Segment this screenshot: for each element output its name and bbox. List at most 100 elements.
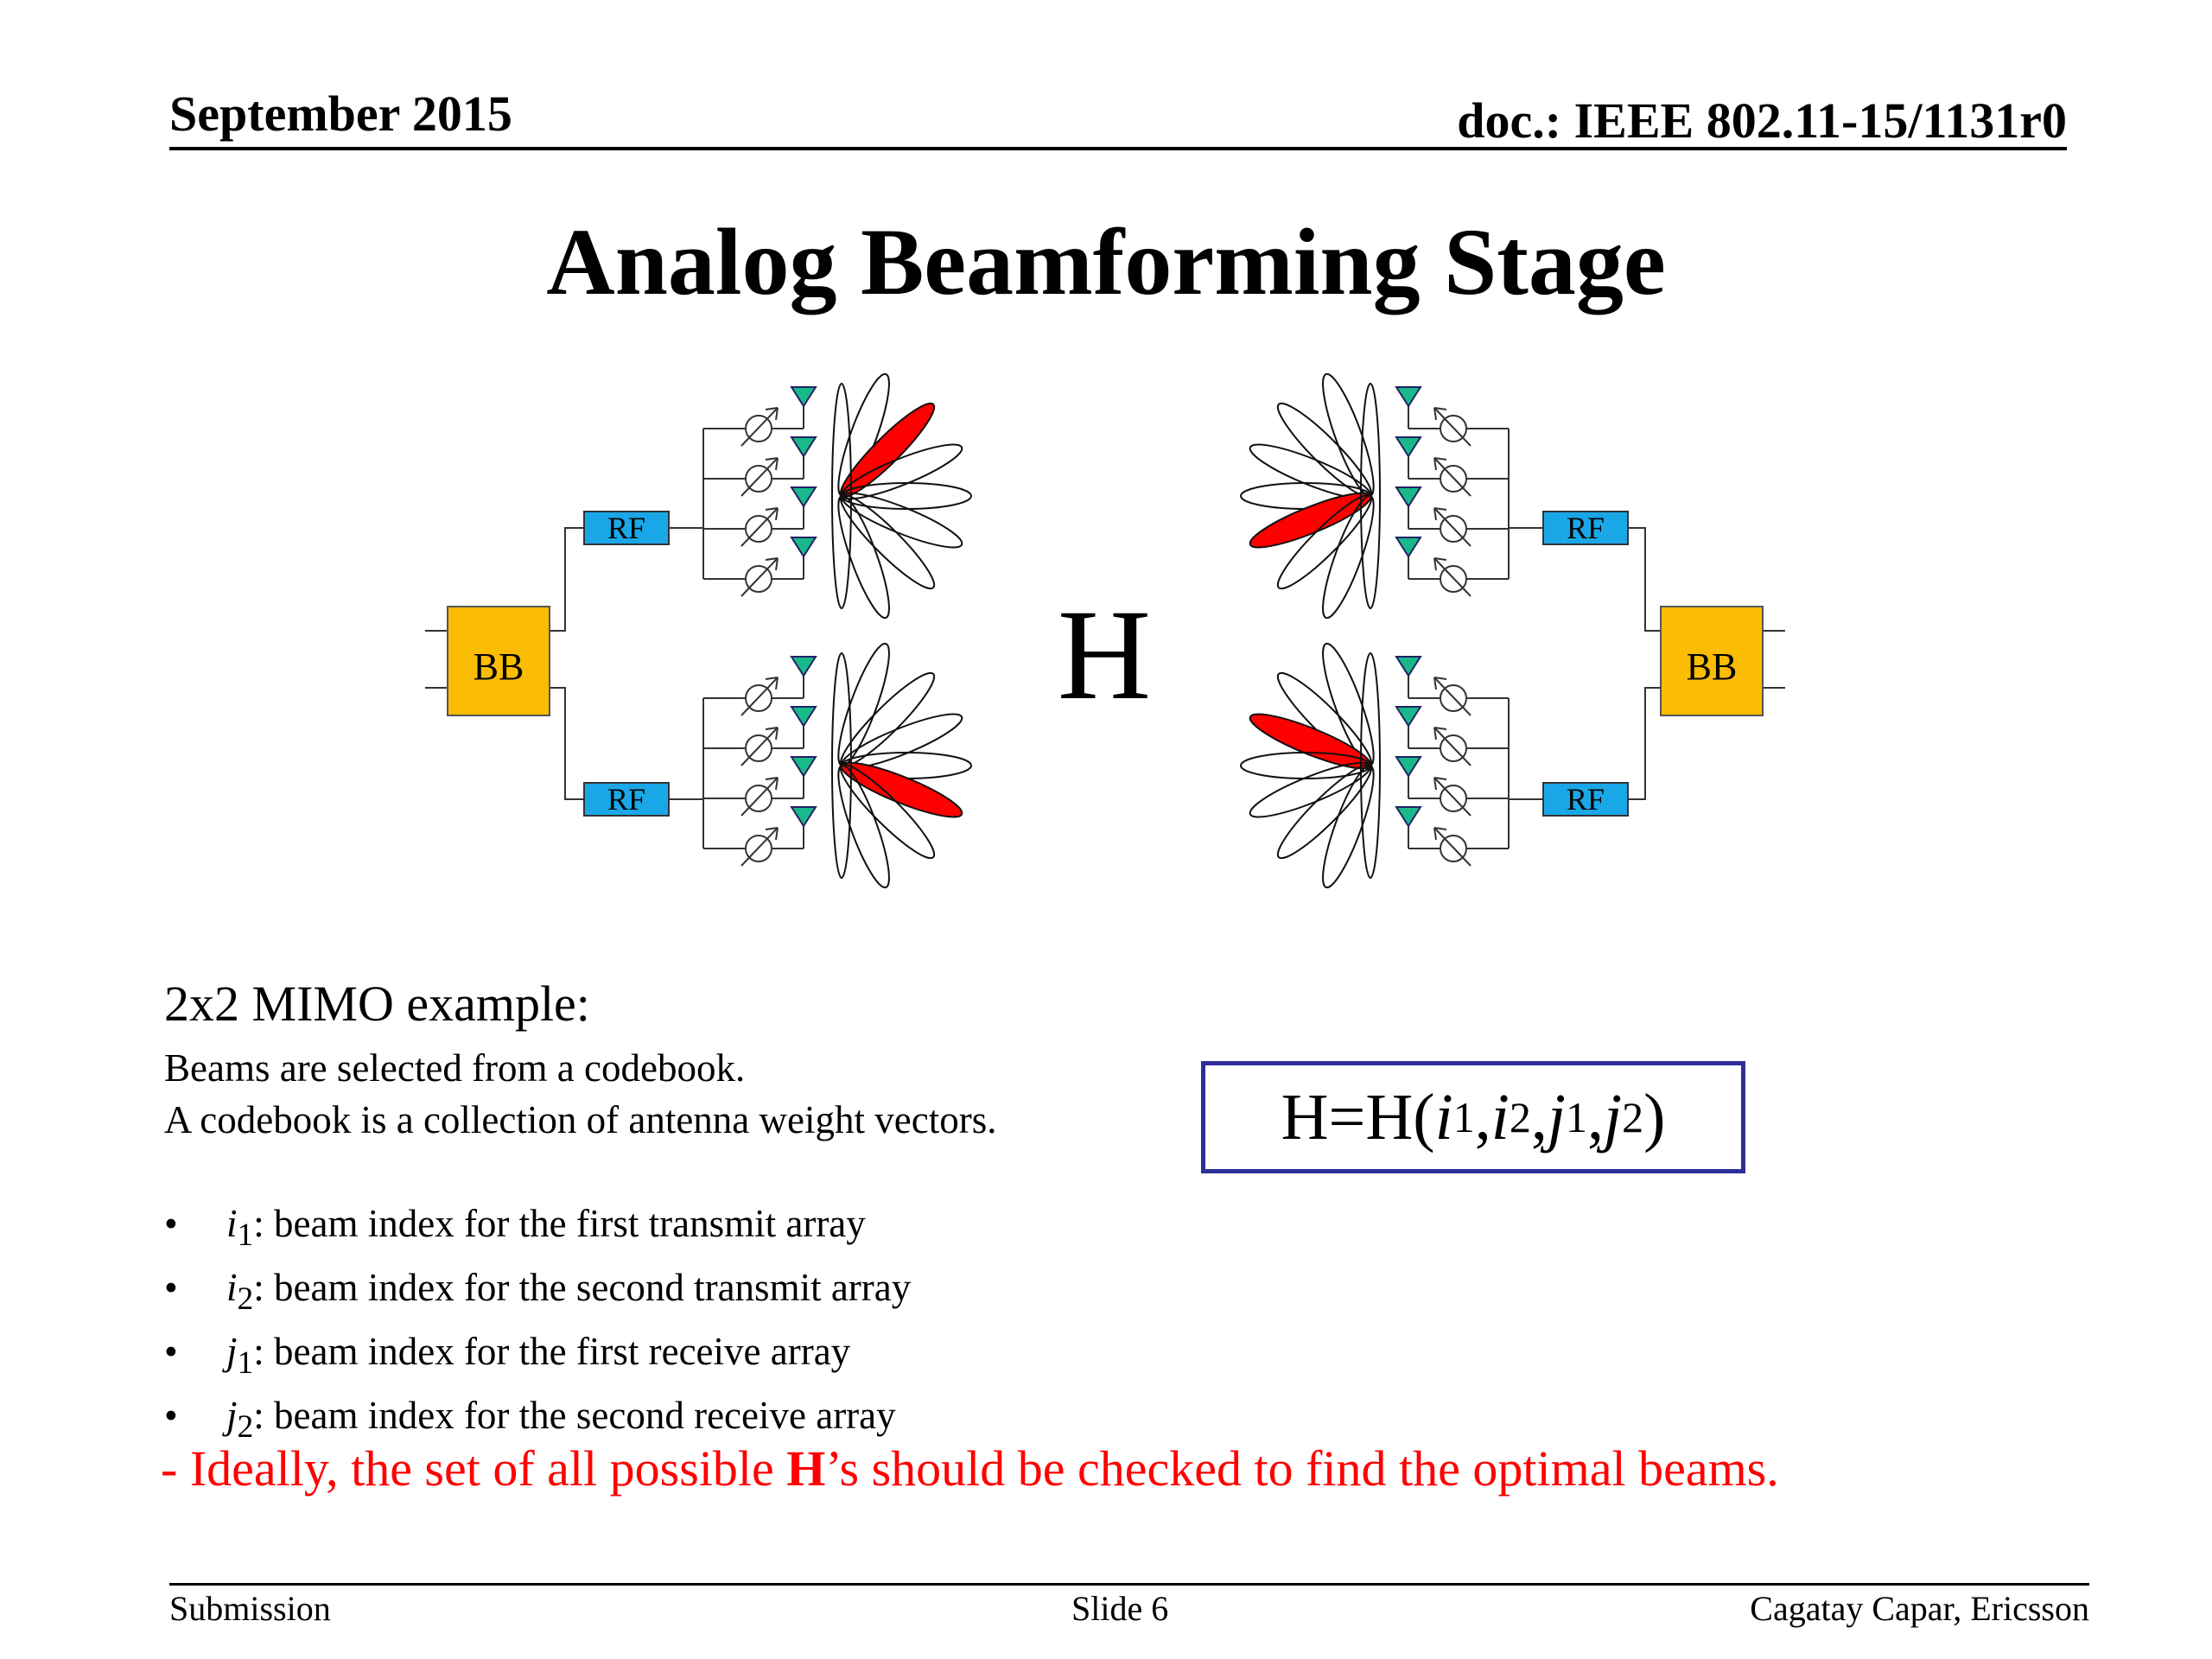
phase-shifter-icon [745, 835, 772, 862]
phase-shifter-icon [1440, 785, 1467, 812]
beam-lobe [831, 652, 852, 879]
wire [1628, 527, 1785, 800]
phase-shifter-icon [745, 734, 772, 762]
rx-array-bottom [1240, 642, 1543, 889]
rx-array-top [1240, 372, 1543, 620]
arrow-head-icon [765, 727, 779, 741]
arrow-head-icon [1433, 507, 1447, 521]
phase-arrow [1433, 677, 1471, 716]
rf-label-rx-top: RF [1567, 511, 1605, 545]
formula-sep: , [1474, 1080, 1491, 1154]
phase-arrow [741, 727, 779, 766]
bullet-text: : beam index for the first transmit arra… [253, 1202, 866, 1245]
beam-lobe [1322, 494, 1375, 620]
phase-arrow [741, 407, 779, 447]
phase-shifter-icon [745, 515, 772, 543]
footer-author: Cagatay Capar, Ericsson [1750, 1589, 2089, 1628]
formula-sub: 2 [1622, 1093, 1644, 1141]
arrow-head-icon [765, 407, 779, 421]
codebook-description: Beams are selected from a codebook. A co… [164, 1042, 1028, 1146]
symbol: j [226, 1330, 238, 1373]
rf-label-rx-bottom: RF [1567, 782, 1605, 817]
beam-lobe [837, 642, 890, 767]
phase-shifter-icon [745, 565, 772, 593]
formula-var: j [1603, 1080, 1623, 1154]
active-beam-lobe [1249, 492, 1372, 549]
antenna-icon [790, 386, 817, 408]
symbol-subscript: 2 [237, 1409, 254, 1445]
bullet-text: : beam index for the second receive arra… [253, 1394, 896, 1437]
antenna-icon [790, 706, 817, 728]
channel-matrix-label: H [1058, 583, 1151, 727]
codebook-line-2: A codebook is a collection of antenna we… [164, 1098, 997, 1141]
phase-shifter-icon [1440, 734, 1467, 762]
symbol-subscript: 1 [237, 1345, 254, 1381]
antenna-icon [790, 486, 817, 508]
arrow-head-icon [765, 677, 779, 690]
beam-lobe [1322, 764, 1375, 889]
phase-shifter-icon [745, 684, 772, 712]
arrow-head-icon [1433, 727, 1447, 741]
bb-label-tx: BB [474, 645, 524, 688]
arrow-head-icon [1433, 827, 1447, 841]
arrow-head-icon [765, 827, 779, 841]
phase-shifter-icon [1440, 565, 1467, 593]
antenna-icon [1395, 486, 1422, 508]
arrow-head-icon [1433, 407, 1447, 421]
bullet-text: : beam index for the first receive array [253, 1330, 851, 1373]
beam-lobe [1360, 383, 1381, 609]
wiring [425, 527, 1785, 800]
antenna-icon [790, 806, 817, 828]
tx-array-bottom [669, 642, 972, 889]
footer-divider [169, 1583, 2089, 1586]
antenna-icon [1395, 386, 1422, 408]
phase-arrow [741, 827, 779, 867]
phase-shifter-icon [745, 785, 772, 812]
rf-block-rx-top [1542, 511, 1629, 545]
formula-sub: 2 [1509, 1093, 1531, 1141]
list-item: •j1: beam index for the first receive ar… [164, 1325, 911, 1389]
beamforming-diagram: BB BB RF RF RF RF H [425, 372, 1785, 889]
beam-index-list: •i1: beam index for the first transmit a… [164, 1198, 911, 1453]
bb-block-rx [1660, 606, 1764, 716]
note-text: - Ideally, the set of all possible [161, 1440, 787, 1497]
phase-shifter-icon [745, 415, 772, 442]
formula-sub: 1 [1565, 1093, 1587, 1141]
formula-prefix: H=H( [1281, 1080, 1435, 1154]
note-text-end: ’s should be checked to find the optimal… [825, 1440, 1779, 1497]
beam-lobe [1322, 372, 1375, 498]
phase-shifter-icon [1440, 415, 1467, 442]
bullet-icon: • [164, 1266, 178, 1309]
bb-block-tx [447, 606, 550, 716]
antenna-icon [1395, 436, 1422, 458]
phase-arrow [741, 777, 779, 817]
phase-shifter-icon [1440, 465, 1467, 493]
phase-shifter-icon [745, 465, 772, 493]
example-heading: 2x2 MIMO example: [164, 976, 590, 1032]
bullet-icon: • [164, 1394, 178, 1437]
antenna-icon [790, 436, 817, 458]
formula-var: i [1434, 1080, 1453, 1154]
phase-arrow [1433, 727, 1471, 766]
tx-array-top [669, 372, 972, 620]
phase-arrow [741, 677, 779, 716]
beam-lobe [837, 764, 890, 889]
arrow-head-icon [1433, 677, 1447, 690]
formula-sub: 1 [1452, 1093, 1475, 1141]
bullet-text: : beam index for the second transmit arr… [253, 1266, 912, 1309]
beam-lobe [1360, 652, 1381, 879]
rf-label-tx-top: RF [607, 511, 645, 545]
formula-suffix: ) [1643, 1080, 1666, 1154]
rf-label-tx-bottom: RF [607, 782, 645, 817]
antenna-icon [1395, 656, 1422, 677]
footer-slide-number: Slide 6 [1071, 1589, 1169, 1628]
phase-arrow [1433, 507, 1471, 547]
list-item: •i1: beam index for the first transmit a… [164, 1198, 911, 1262]
phase-arrow [1433, 407, 1471, 447]
bb-label-rx: BB [1687, 645, 1738, 688]
antenna-icon [1395, 756, 1422, 778]
optimal-beam-note: - Ideally, the set of all possible H’s s… [161, 1440, 1779, 1497]
active-beam-lobe [1249, 713, 1372, 770]
phase-arrow [741, 507, 779, 547]
